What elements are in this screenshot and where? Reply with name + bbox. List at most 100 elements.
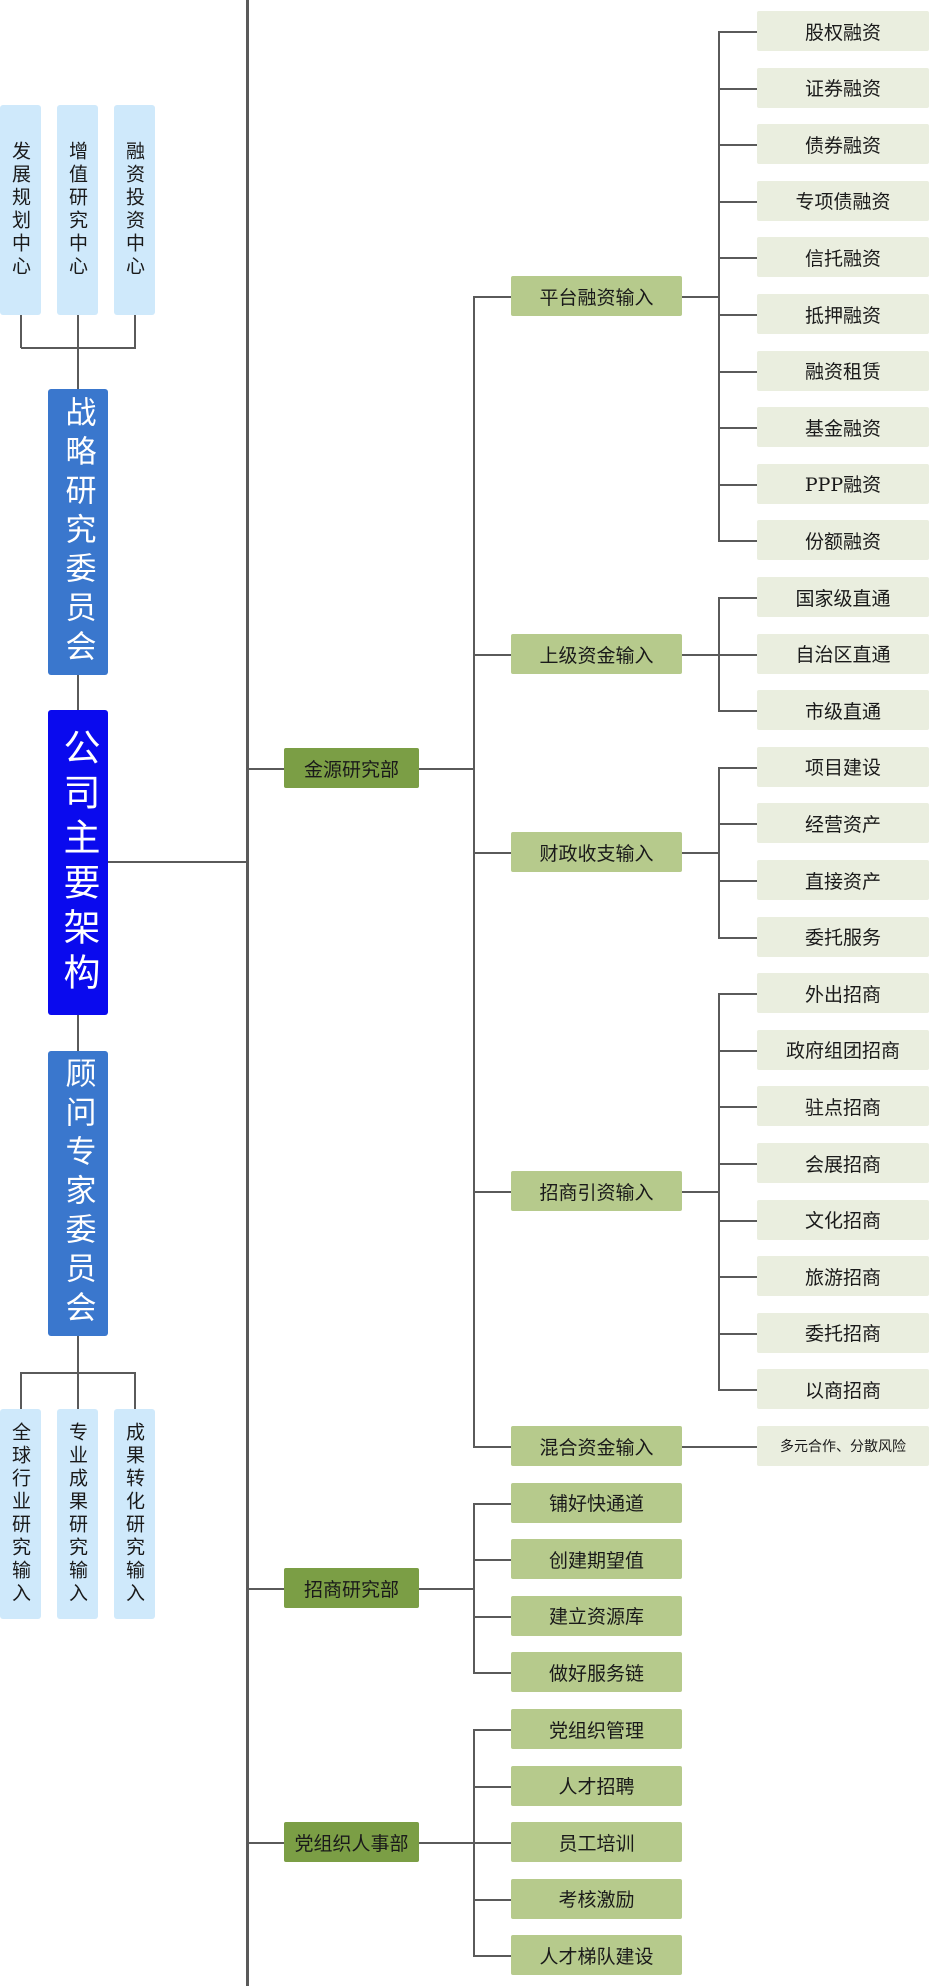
leaf-item-box: 市级直通 (757, 690, 929, 731)
leaf-item-box-label: 外出招商 (804, 983, 881, 1006)
connector-line (718, 993, 757, 996)
connector-line (419, 1842, 473, 1844)
connector-line (473, 1898, 511, 1901)
leaf-item-box: 份额融资 (757, 520, 929, 561)
connector-line (718, 766, 720, 939)
task-item-box: 人才招聘 (511, 1765, 682, 1806)
leaf-item-box: 多元合作、分散风险 (757, 1426, 929, 1466)
connector-line (718, 823, 757, 826)
connector-line (718, 31, 720, 543)
connector-line (718, 1219, 757, 1222)
connector-line (473, 1191, 511, 1193)
leaf-item-box: 项目建设 (757, 746, 929, 787)
connector-line (473, 1672, 511, 1675)
task-item-box-label: 考核激励 (558, 1889, 635, 1912)
connector-line (718, 31, 757, 33)
leaf-item-box: 融资租赁 (757, 350, 929, 391)
research-input-box-label: 全球行业研究输入 (9, 1422, 31, 1606)
leaf-item-box-label: 股权融资 (804, 21, 881, 44)
category-box: 混合资金输入 (511, 1426, 682, 1466)
leaf-item-box: 抵押融资 (757, 294, 929, 334)
connector-line (77, 675, 79, 710)
leaf-item-box: 旅游招商 (757, 1256, 929, 1297)
leaf-item-box-label: 证券融资 (804, 78, 881, 101)
connector-line (473, 654, 511, 656)
task-item-box: 人才梯队建设 (511, 1935, 682, 1976)
leaf-item-box: 文化招商 (757, 1199, 929, 1240)
leaf-item-box: 驻点招商 (757, 1086, 929, 1127)
connector-line (718, 993, 720, 1392)
leaf-item-box-label: 抵押融资 (804, 304, 881, 327)
leaf-item-box: 会展招商 (757, 1143, 929, 1183)
connector-line (718, 653, 757, 656)
connector-line (682, 852, 719, 854)
research-center-box-label: 增值研究中心 (66, 141, 88, 279)
connector-line (718, 880, 757, 882)
main-trunk-line (246, 0, 249, 1986)
connector-line (718, 936, 757, 939)
connector-line (19, 315, 22, 348)
connector-line (682, 1446, 757, 1448)
task-item-box-label: 党组织管理 (548, 1719, 644, 1742)
leaf-item-box: 专项债融资 (757, 180, 929, 221)
connector-line (682, 1191, 719, 1193)
task-item-box-label: 员工培训 (558, 1832, 635, 1855)
connector-line (718, 1163, 757, 1165)
connector-line (473, 1955, 511, 1958)
root-box-label: 公司主要架构 (57, 727, 100, 998)
connector-line (473, 1446, 511, 1448)
research-center-box: 发展规划中心 (0, 105, 41, 315)
research-input-box: 专业成果研究输入 (57, 1409, 98, 1619)
leaf-item-box-label: 融资租赁 (804, 361, 881, 384)
leaf-item-box-label: 市级直通 (804, 700, 881, 723)
root-connector (108, 861, 246, 863)
leaf-item-box-label: 份额融资 (804, 530, 881, 553)
connector-line (19, 1372, 22, 1409)
research-input-box: 成果转化研究输入 (114, 1409, 155, 1619)
connector-line (419, 1588, 473, 1590)
leaf-item-box: 股权融资 (757, 11, 929, 51)
category-box: 平台融资输入 (511, 276, 682, 316)
connector-line (246, 768, 284, 770)
leaf-item-box: 自治区直通 (757, 633, 929, 674)
leaf-item-box: PPP融资 (757, 463, 929, 504)
connector-line (682, 654, 719, 656)
leaf-item-box-label: 会展招商 (804, 1153, 881, 1176)
leaf-item-box: 以商招商 (757, 1369, 929, 1410)
leaf-item-box: 证券融资 (757, 67, 929, 108)
connector-line (246, 1842, 284, 1844)
leaf-item-box-label: 委托服务 (804, 927, 881, 950)
leaf-item-box-label: 自治区直通 (795, 644, 891, 667)
leaf-item-box-label: 债券融资 (804, 134, 881, 157)
connector-line (473, 296, 475, 1448)
research-center-box-label: 融资投资中心 (123, 141, 145, 279)
connector-line (718, 87, 757, 90)
task-item-box-label: 人才招聘 (558, 1776, 635, 1799)
connector-line (473, 296, 511, 298)
connector-line (77, 1015, 79, 1051)
leaf-item-box-label: PPP融资 (804, 474, 882, 497)
connector-line (718, 257, 757, 260)
connector-line (718, 427, 757, 430)
leaf-item-box-label: 以商招商 (804, 1379, 881, 1402)
leaf-item-box-label: 项目建设 (804, 757, 881, 780)
category-box-label: 混合资金输入 (539, 1436, 654, 1459)
strategy-committee-box: 战略研究委员会 (48, 389, 108, 675)
connector-line (473, 1502, 475, 1675)
connector-line (718, 200, 757, 203)
research-input-box-label: 专业成果研究输入 (66, 1422, 88, 1606)
connector-line (246, 1588, 284, 1590)
connector-line (77, 347, 79, 389)
connector-line (76, 1372, 79, 1409)
department-box: 招商研究部 (284, 1568, 419, 1608)
connector-line (473, 1559, 511, 1562)
connector-line (718, 1106, 757, 1109)
department-box: 党组织人事部 (284, 1822, 419, 1862)
connector-line (718, 1332, 757, 1335)
department-box-label: 金源研究部 (303, 758, 399, 781)
connector-line (718, 483, 757, 486)
category-box: 上级资金输入 (511, 634, 682, 674)
task-item-box-label: 建立资源库 (548, 1606, 644, 1629)
connector-line (718, 1276, 757, 1279)
